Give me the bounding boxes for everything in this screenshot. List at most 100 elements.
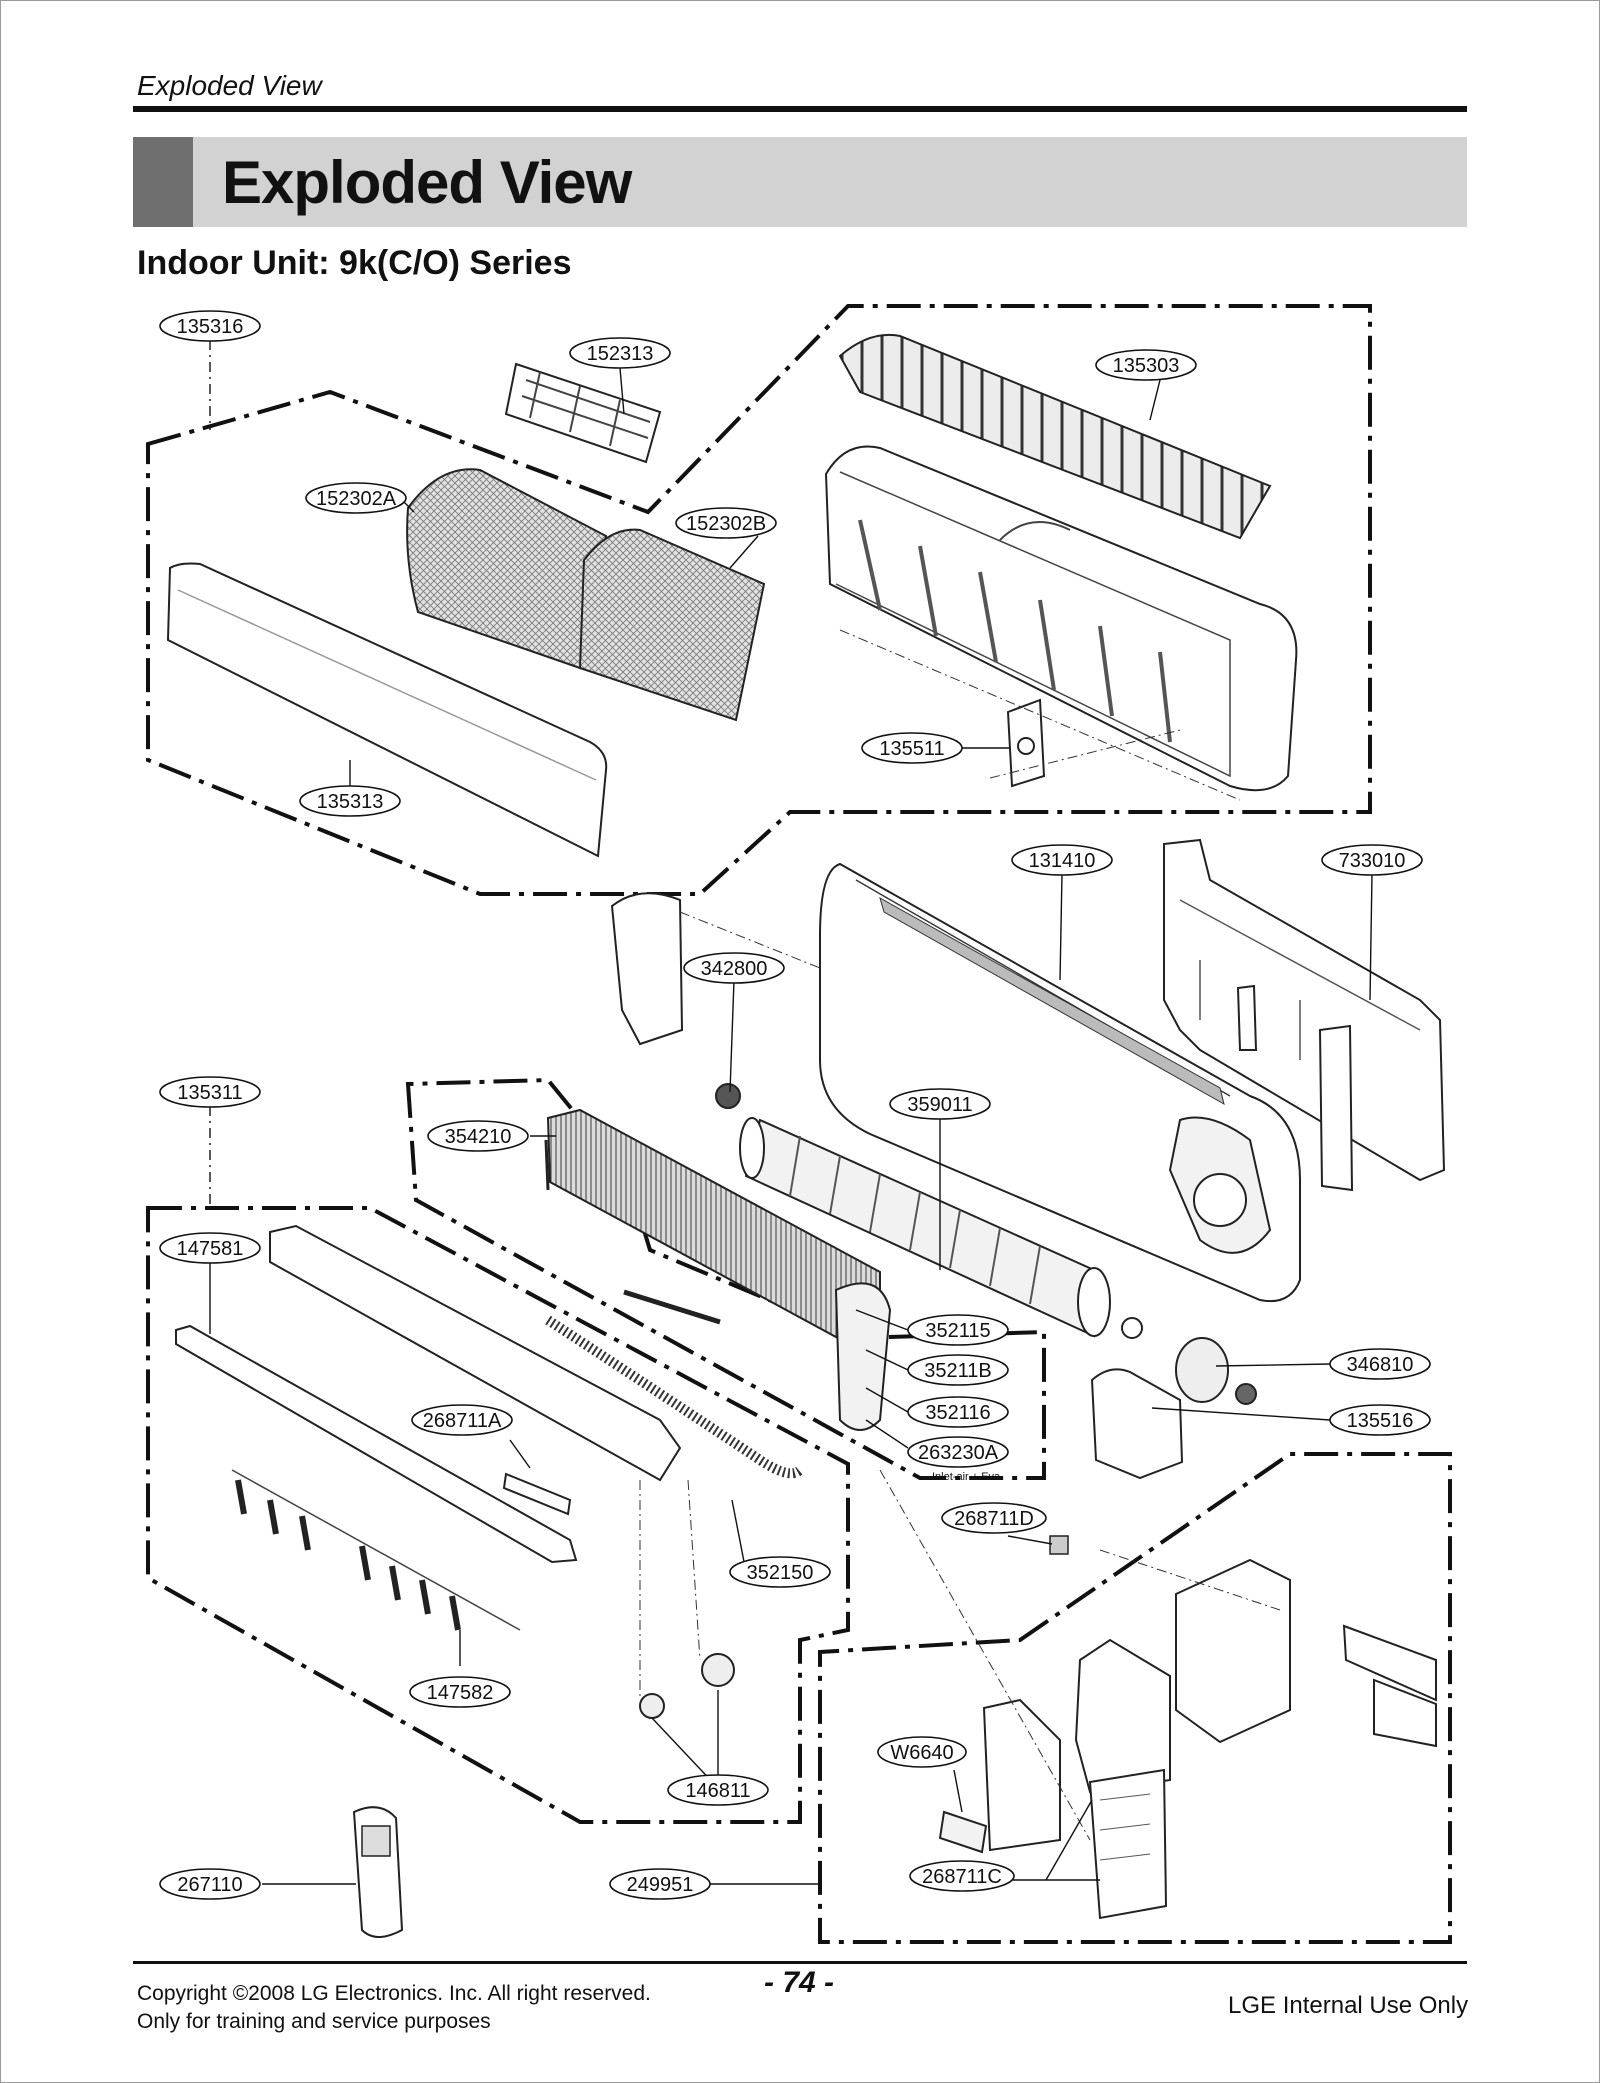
svg-text:147582: 147582 [427, 1682, 494, 1704]
callout-W6640: W6640 [877, 1736, 967, 1768]
screw-cover-drawing [1006, 698, 1046, 788]
svg-text:147581: 147581 [177, 1238, 244, 1260]
thermistor-drawing [623, 1289, 721, 1325]
filter-right-drawing [578, 528, 766, 722]
svg-text:359011: 359011 [907, 1094, 972, 1116]
control-box-drawing [1175, 1558, 1437, 1748]
installation-plate-drawing [1163, 838, 1446, 1182]
exploded-view-diagram: 135316 152313 135303 152302A 152302B 135… [146, 304, 1452, 1944]
svg-text:152313: 152313 [587, 343, 654, 365]
svg-text:352115: 352115 [925, 1320, 990, 1342]
svg-text:135313: 135313 [317, 791, 384, 813]
svg-text:342800: 342800 [701, 958, 768, 980]
remote-controller-drawing [352, 1806, 404, 1938]
purpose-text: Only for training and service purposes [137, 2010, 491, 2033]
callout-352115: 352115 [907, 1314, 1009, 1346]
side-bracket-drawing [610, 892, 821, 1046]
svg-text:346810: 346810 [1347, 1354, 1414, 1376]
callout-152302A: 152302A [305, 482, 407, 514]
main-pcb-drawing [1088, 1768, 1168, 1920]
callout-135316: 135316 [159, 310, 261, 342]
callout-267110: 267110 [159, 1868, 261, 1900]
callout-733010: 733010 [1321, 844, 1423, 876]
callout-346810: 346810 [1329, 1348, 1431, 1380]
svg-text:268711C: 268711C [922, 1866, 1002, 1888]
svg-text:135516: 135516 [1347, 1410, 1414, 1432]
section-title-band [133, 137, 1467, 227]
section-title: Exploded View [222, 149, 632, 216]
fan-motor-drawing [1121, 1317, 1257, 1405]
callout-359011: 359011 [889, 1088, 991, 1120]
step-motor-drawing [639, 1653, 735, 1719]
callout-135511: 135511 [861, 732, 963, 764]
callout-135311: 135311 [159, 1076, 261, 1108]
svg-text:152302B: 152302B [686, 513, 766, 535]
svg-text:W6640: W6640 [890, 1742, 953, 1764]
purification-filter-drawing [504, 362, 662, 464]
svg-text:135511: 135511 [879, 738, 944, 760]
svg-text:267110: 267110 [177, 1874, 242, 1896]
inlet-note: Inlet-air + Eva [932, 1471, 1001, 1483]
callout-268711D: 268711D [941, 1502, 1047, 1534]
callout-135303: 135303 [1095, 349, 1197, 381]
front-chassis-drawing [824, 445, 1298, 792]
display-pcb-drawing [502, 1472, 572, 1516]
chassis-drawing [819, 862, 1301, 1302]
svg-text:263230A: 263230A [918, 1442, 999, 1464]
svg-text:135303: 135303 [1113, 355, 1180, 377]
svg-text:352116: 352116 [925, 1402, 990, 1424]
svg-text:135311: 135311 [177, 1082, 242, 1104]
vane-drawing [231, 1469, 521, 1631]
svg-text:131410: 131410 [1029, 850, 1096, 872]
svg-text:352150: 352150 [747, 1562, 814, 1584]
bracket-drawing [1236, 984, 1354, 1192]
cross-flow-fan-drawing [739, 1117, 1111, 1338]
motor-cover-drawing [1090, 1368, 1184, 1480]
callout-152302B: 152302B [675, 507, 777, 539]
callout-147582: 147582 [409, 1676, 511, 1708]
callout-263230A: 263230A [907, 1436, 1009, 1468]
callout-342800: 342800 [683, 952, 785, 984]
callout-146811: 146811 [667, 1774, 769, 1806]
callout-147581: 147581 [159, 1232, 261, 1264]
svg-text:268711D: 268711D [954, 1508, 1034, 1530]
panel-front-drawing [166, 562, 608, 858]
footer-rule [133, 1961, 1467, 1964]
control-box-group-boundary [818, 1452, 1452, 1944]
callout-35211B: 35211B [907, 1354, 1009, 1386]
callout-152313: 152313 [569, 337, 671, 369]
svg-text:268711A: 268711A [423, 1410, 502, 1432]
svg-text:354210: 354210 [445, 1126, 512, 1148]
discharge-group-boundary [146, 1206, 850, 1824]
callout-131410: 131410 [1011, 844, 1113, 876]
diagram-subtitle: Indoor Unit: 9k(C/O) Series [137, 244, 572, 282]
top-grille-drawing [838, 333, 1272, 540]
terminal-block-drawing [938, 1810, 988, 1854]
svg-text:Inlet-air + Eva: Inlet-air + Eva [932, 1471, 1001, 1483]
header-rule [133, 106, 1467, 112]
copyright-text: Copyright ©2008 LG Electronics. Inc. All… [137, 1982, 651, 2005]
callout-268711C: 268711C [909, 1860, 1015, 1892]
page-number: - 74 - [764, 1966, 835, 1999]
svg-text:146811: 146811 [685, 1780, 750, 1802]
callout-352150: 352150 [729, 1556, 831, 1588]
callout-135313: 135313 [299, 785, 401, 817]
callout-135516: 135516 [1329, 1404, 1431, 1436]
leader-lines [209, 367, 1373, 1885]
filter-left-drawing [406, 468, 608, 670]
section-title-accent [133, 137, 193, 227]
svg-text:249951: 249951 [627, 1874, 694, 1896]
pcb-cover-drawing [982, 1638, 1171, 1852]
classification-text: LGE Internal Use Only [1228, 1992, 1469, 2019]
svg-text:152302A: 152302A [316, 488, 397, 510]
callout-268711A: 268711A [411, 1404, 513, 1436]
svg-text:733010: 733010 [1339, 850, 1406, 872]
bearing-drawing [715, 1083, 741, 1109]
discharge-frame-drawing [175, 1224, 682, 1564]
svg-text:135316: 135316 [177, 316, 244, 338]
svg-text:35211B: 35211B [924, 1360, 991, 1382]
running-header: Exploded View [137, 70, 322, 101]
drain-hose-drawing [545, 1315, 804, 1479]
callout-352116: 352116 [907, 1396, 1009, 1428]
front-panel-group-boundary [146, 304, 1372, 896]
